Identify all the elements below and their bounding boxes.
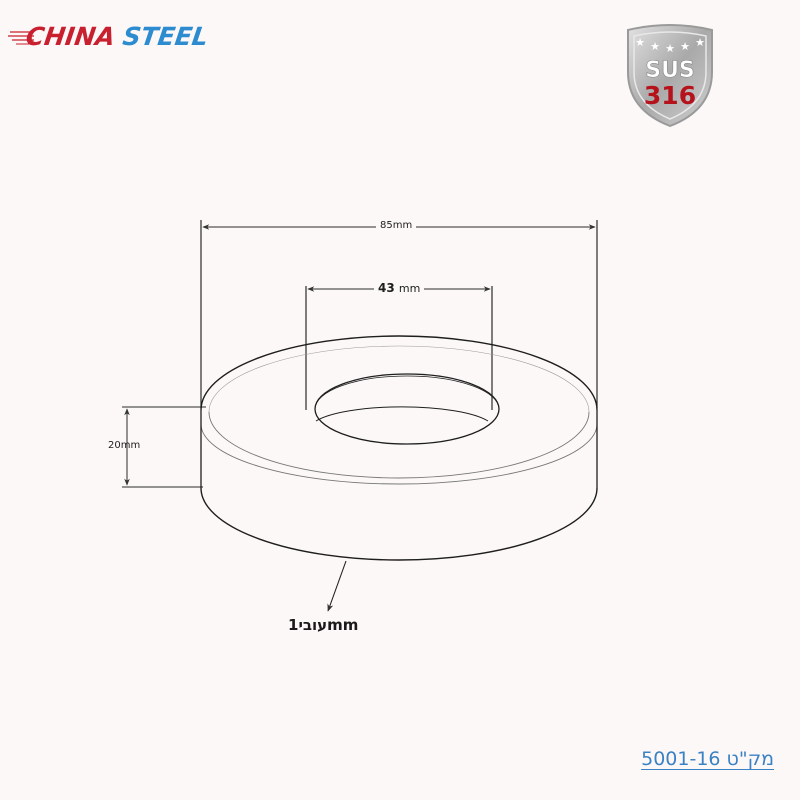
outer-diameter-label: 85mm (376, 220, 417, 231)
inner-diameter-value: 43 (378, 281, 395, 295)
sus316-shield-badge: ★ ★ ★ ★ ★ SUS 316 (627, 24, 713, 128)
inner-diameter-unit: mm (398, 282, 421, 295)
svg-text:★: ★ (695, 36, 705, 49)
thickness-leader-arrow (327, 560, 347, 612)
svg-text:★: ★ (635, 36, 645, 49)
height-label: 20mm (108, 440, 141, 451)
height-dimension (122, 406, 206, 488)
thickness-label: עובי1mm (288, 616, 359, 634)
svg-text:★: ★ (665, 42, 675, 55)
shield-icon (627, 24, 713, 128)
inner-diameter-dimension (305, 286, 493, 410)
outer-diameter-dimension (200, 220, 598, 408)
sku-link[interactable]: מק"ט 5001-16 (641, 748, 774, 770)
badge-316-text: 316 (644, 81, 696, 110)
svg-text:★: ★ (680, 40, 690, 53)
ring-shape (200, 335, 598, 561)
svg-text:★: ★ (650, 40, 660, 53)
stars-icon: ★ ★ ★ ★ ★ (635, 36, 705, 55)
inner-diameter-label: 43 mm (374, 281, 425, 295)
badge-sus-text: SUS (645, 58, 695, 83)
speed-lines-icon (8, 31, 34, 45)
